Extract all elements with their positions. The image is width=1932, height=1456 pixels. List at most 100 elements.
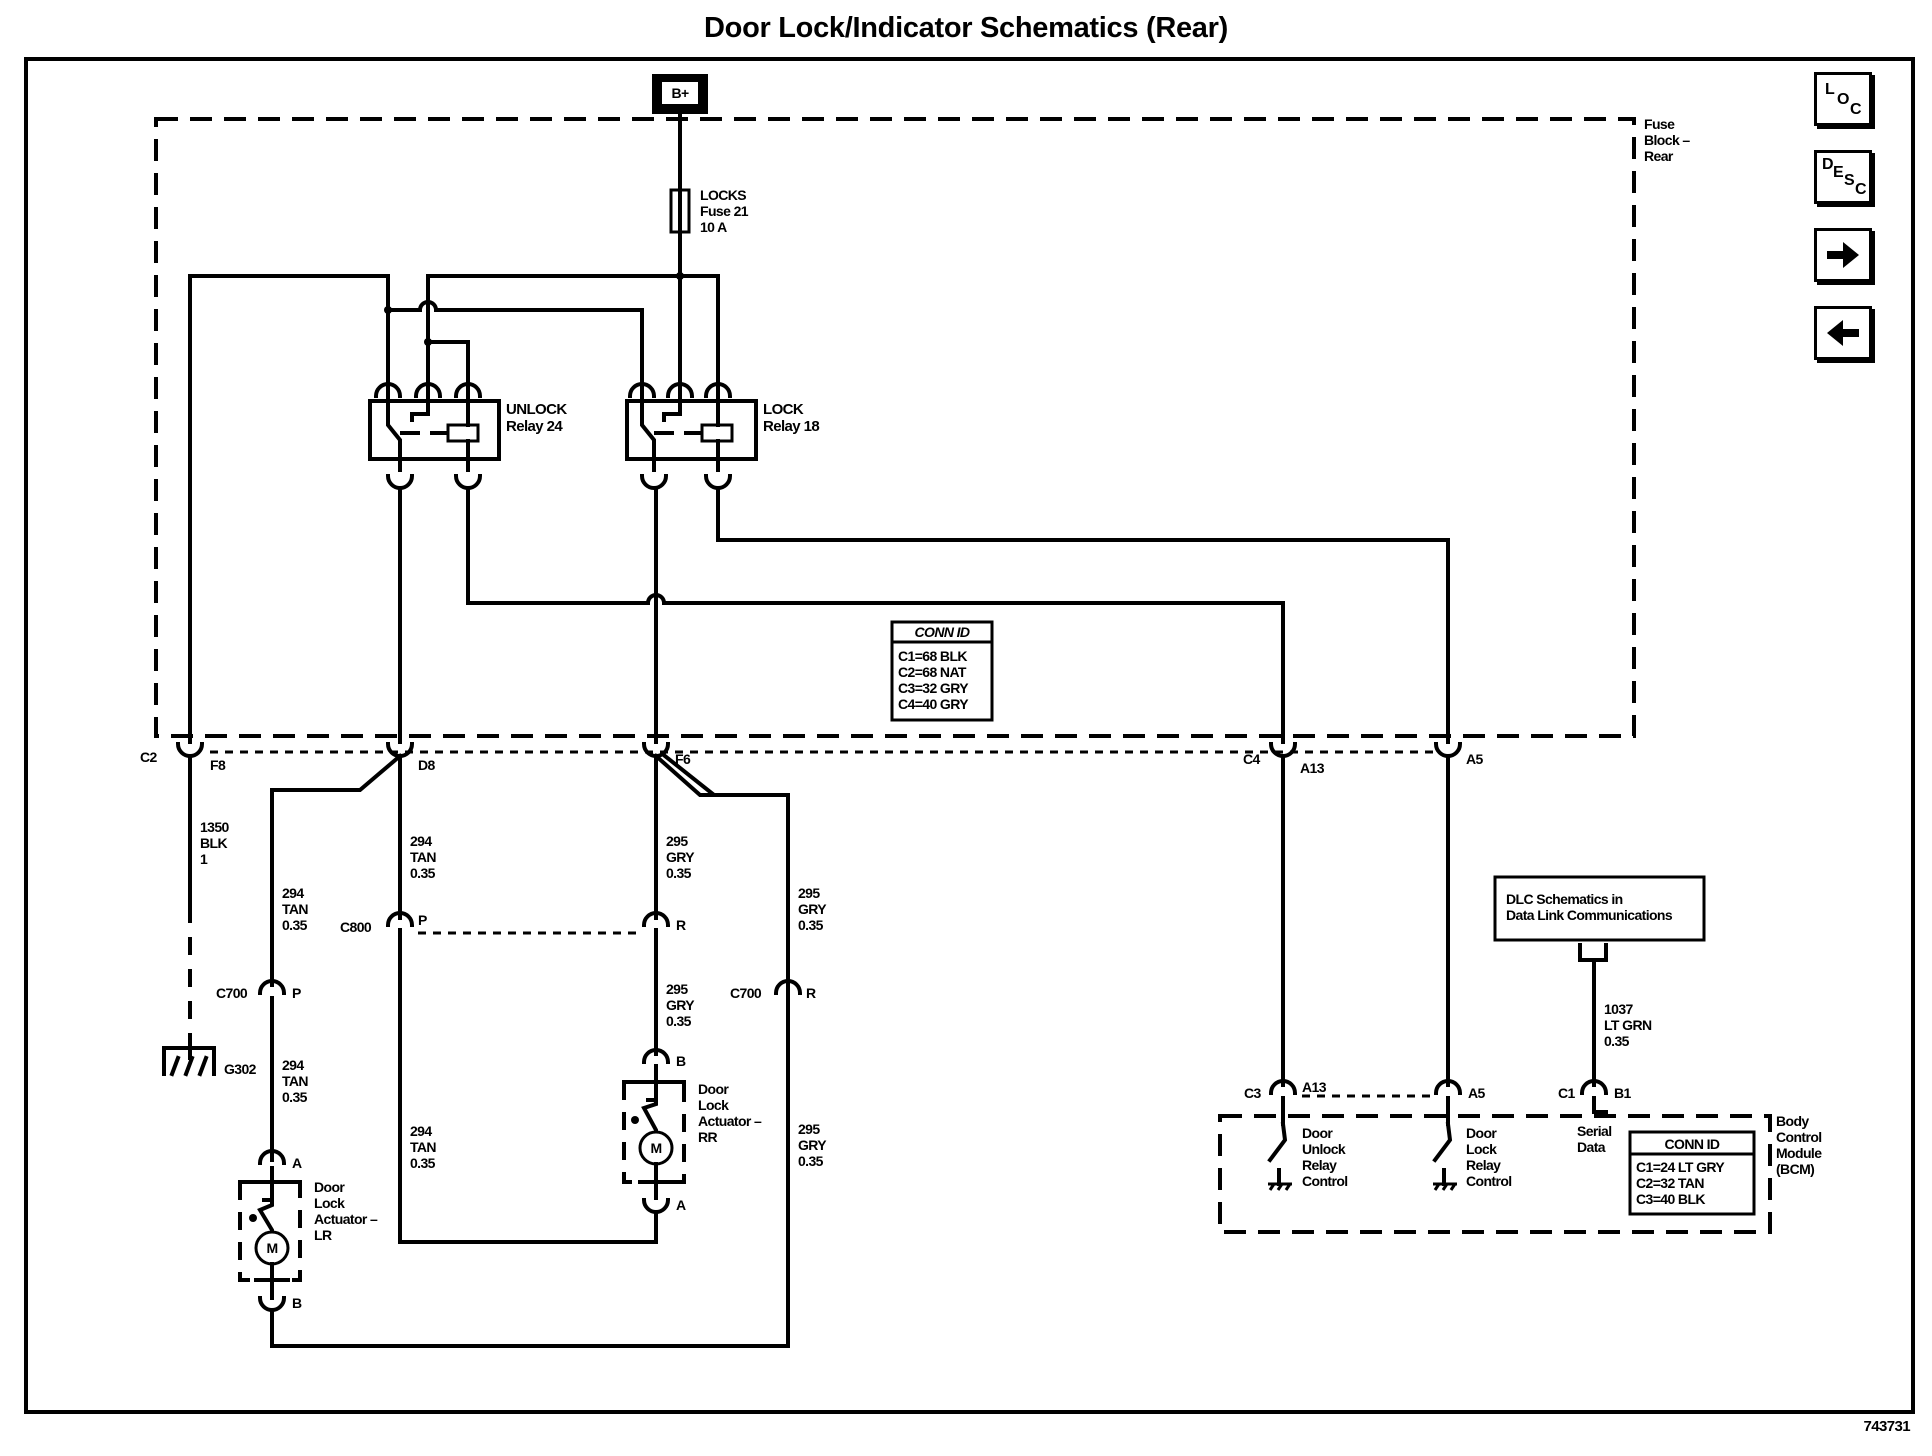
door-lock-actuator-rr: M [622,1048,686,1214]
bcm-lock-switch [1432,1096,1457,1191]
pin-d8-label: D8 [418,757,436,773]
c700-right-pin: R [806,985,816,1001]
next-page-button[interactable] [1814,228,1872,282]
arrow-right-icon [1827,242,1859,268]
page-title: Door Lock/Indicator Schematics (Rear) [704,12,1228,44]
bcm-boundary [1218,1114,1772,1234]
lock-relay-label: LOCK Relay 18 [763,401,819,435]
pin-a13-label: A13 [1300,760,1325,776]
dlc-line-2: Data Link Communications [1506,907,1673,923]
figure-id: 743731 [1863,1418,1911,1435]
desc-icon-c: C [1855,181,1867,198]
wire-295-right-branch [653,753,790,987]
loc-icon-c: C [1850,101,1862,118]
outer-frame [24,57,1915,1414]
unlock-relay [368,390,501,490]
rr-pin-a: A [676,1197,686,1213]
c800-r-connector [641,911,671,928]
c700-left-connector [257,979,287,996]
bcm-a5-connector [1433,1079,1463,1096]
bcm-a13-connector [1268,1079,1298,1096]
bcm-a13-label: A13 [1302,1079,1327,1095]
lr-pin-a: A [292,1155,302,1171]
c800-label: C800 [340,919,372,935]
c700-left-label: C700 [216,985,248,1001]
wire-295-return-loop [270,753,790,1348]
bcm-c3-label: C3 [1244,1085,1262,1101]
loc-icon-o: O [1837,91,1850,108]
desc-icon-s: S [1844,172,1855,189]
motor-rr-label: M [650,1140,661,1156]
wire-unlock-coil-to-a13 [466,486,1285,744]
dlc-line-1: DLC Schematics in [1506,891,1623,907]
bcm-b1-connector [1579,1079,1609,1096]
relay-top-pins [373,382,733,399]
battery-positive-terminal: B+ [652,74,708,114]
svg-text:CONN ID: CONN ID [915,624,970,640]
fuse-block-boundary [154,117,1636,738]
desc-icon-e: E [1833,164,1844,181]
rr-pin-b: B [676,1053,686,1069]
ground-g302-label: G302 [224,1061,257,1077]
wire-unlock-coil-feed [426,340,470,390]
fuse-block-connectors [175,741,1463,758]
pin-a5-label: A5 [1466,751,1484,767]
svg-text:CONN ID: CONN ID [1665,1136,1720,1152]
lock-relay [625,390,758,490]
loc-button[interactable]: L O C [1814,72,1872,126]
splice-dot [424,338,432,346]
fuse-label: LOCKS Fuse 21 10 A [700,187,751,235]
bcm-c1-label: C1 [1558,1085,1576,1101]
pin-f6-label: F6 [675,751,691,767]
c800-pin-p: P [418,912,427,928]
c700-left-pin: P [292,985,301,1001]
desc-icon: D [1822,156,1834,173]
wire-top-bus [426,274,720,390]
wire-294-left-branch [270,753,403,987]
ground-icon [162,1038,216,1077]
door-lock-actuator-lr: M [238,1149,302,1312]
c800-pin-r: R [676,917,686,933]
loc-icon: L [1825,81,1835,98]
bcm-unlock-switch [1267,1096,1292,1191]
bcm-b1-label: B1 [1614,1085,1632,1101]
bcm-serial-data-pin [1592,1096,1608,1114]
desc-button[interactable]: D E S C [1814,150,1872,204]
prev-page-button[interactable] [1814,306,1872,360]
c700-right-connector [773,979,803,996]
wire-294-to-rr [398,928,658,1244]
lr-pin-b: B [292,1295,302,1311]
arrow-left-icon [1827,320,1859,346]
c800-p-connector [385,911,415,928]
c700-right-label: C700 [730,985,762,1001]
wire-ground-to-lock-relay [386,300,644,390]
fuse-block-label: Fuse Block – Rear [1644,116,1693,164]
pin-f8-label: F8 [210,757,226,773]
bcm-a5-label: A5 [1468,1085,1486,1101]
motor-lr-label: M [266,1240,277,1256]
b-plus-label: B+ [671,85,689,101]
